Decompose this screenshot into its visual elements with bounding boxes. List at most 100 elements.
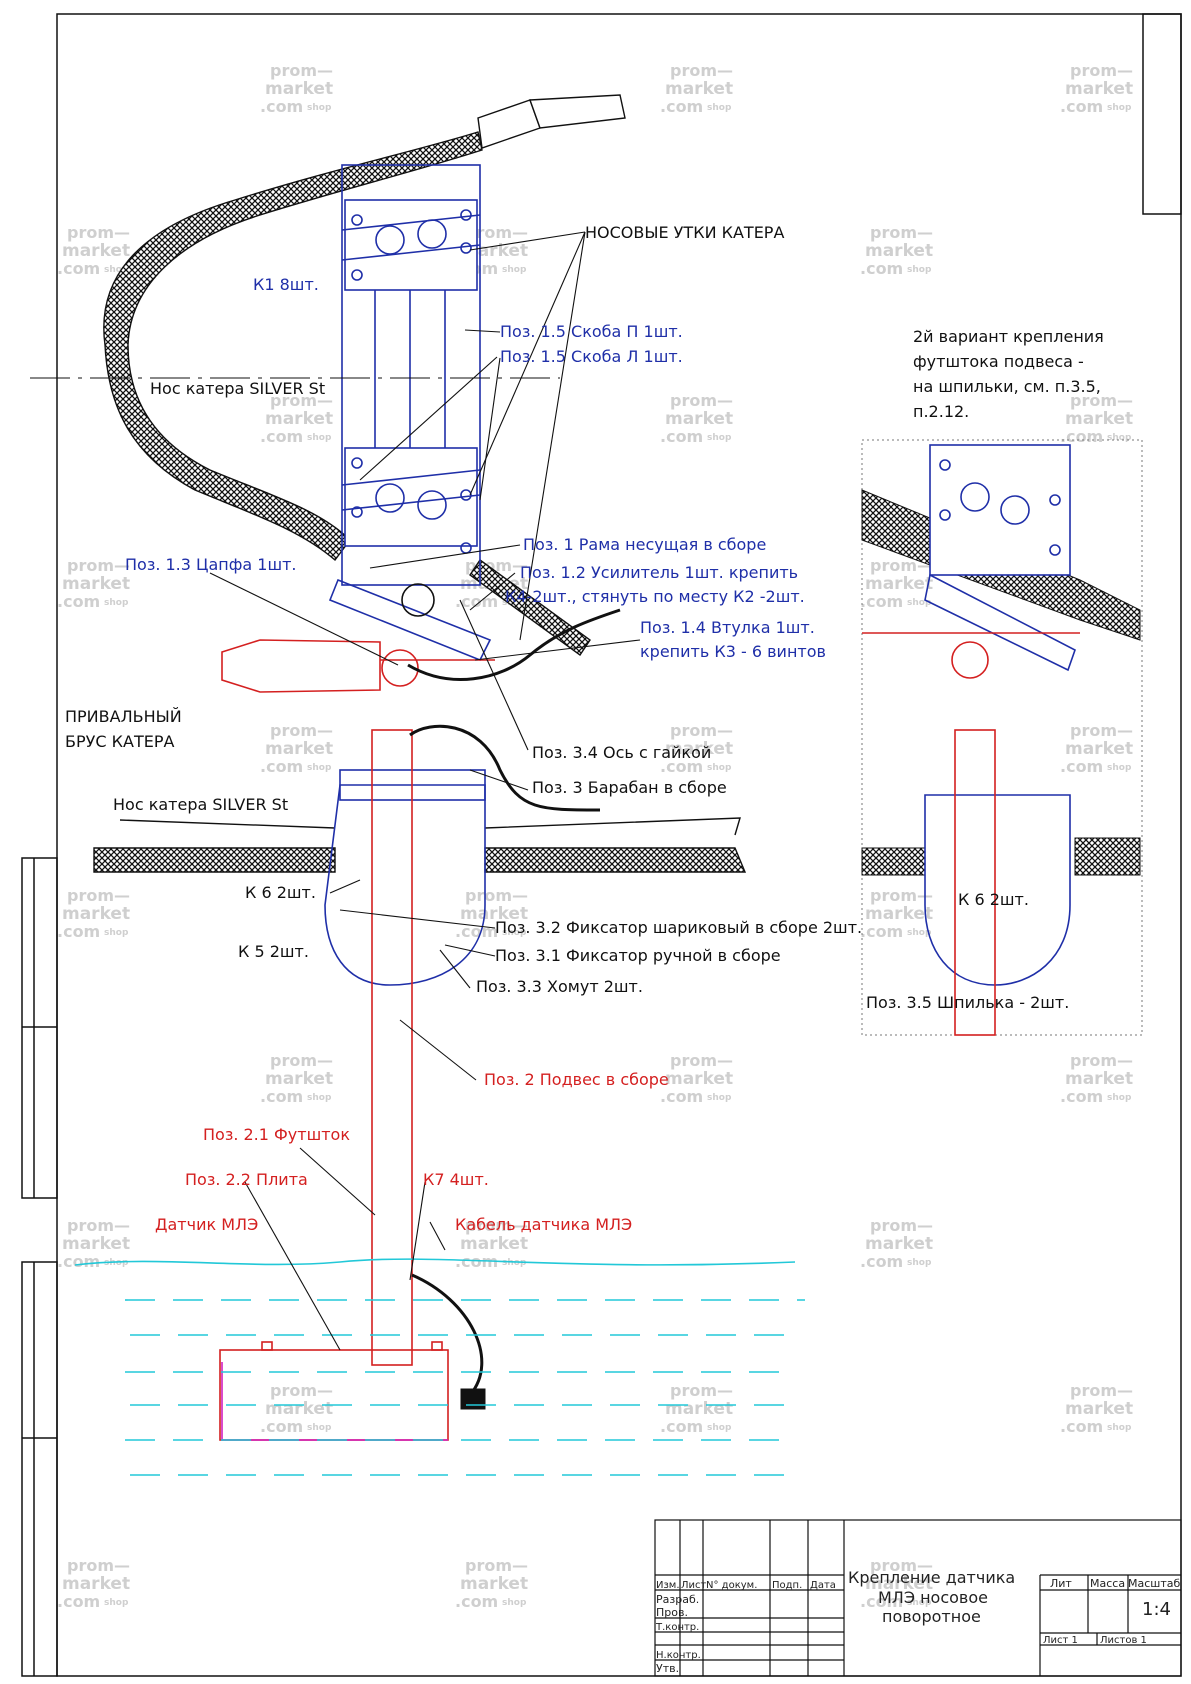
label-fender-2: БРУС КАТЕРА xyxy=(65,732,174,751)
watermark-line3: .com xyxy=(1060,427,1103,446)
watermark-line1: prom— xyxy=(1070,61,1133,80)
watermark-line2: market xyxy=(265,409,333,429)
label-cable: Кабель датчика МЛЭ xyxy=(455,1215,632,1234)
label-k5: К 5 2шт. xyxy=(238,942,309,961)
watermark-line3: .com xyxy=(455,922,498,941)
watermark-suffix: shop xyxy=(307,433,332,443)
watermark-line1: prom— xyxy=(67,886,130,905)
watermark-line1: prom— xyxy=(67,1216,130,1235)
watermark-line2: market xyxy=(62,574,130,594)
label-ball-lock: Поз. 3.2 Фиксатор шариковый в сборе 2шт. xyxy=(495,918,862,937)
watermark-suffix: shop xyxy=(907,1258,932,1268)
watermark-line1: prom— xyxy=(465,1216,528,1235)
watermark-line3: .com xyxy=(1060,757,1103,776)
water-lines xyxy=(74,1258,805,1476)
watermark-line1: prom— xyxy=(670,1051,733,1070)
watermark-suffix: shop xyxy=(1107,1423,1132,1433)
watermark-line1: prom— xyxy=(270,391,333,410)
watermark-line2: market xyxy=(1065,1069,1133,1089)
tb-col-list: Лист xyxy=(681,1580,707,1591)
label-trunnion: Поз. 1.3 Цапфа 1шт. xyxy=(125,555,297,574)
tb-razrab: Разраб. xyxy=(656,1593,699,1606)
watermark-suffix: shop xyxy=(502,265,527,275)
label-k1: К1 8шт. xyxy=(253,275,319,294)
tb-sheet: Лист 1 xyxy=(1043,1635,1078,1646)
watermark-line3: .com xyxy=(660,427,703,446)
watermark-suffix: shop xyxy=(502,1258,527,1268)
watermark-line1: prom— xyxy=(870,886,933,905)
watermark-line2: market xyxy=(865,574,933,594)
watermark-line3: .com xyxy=(660,97,703,116)
label-k7: К7 4шт. xyxy=(423,1170,489,1189)
watermark-line2: market xyxy=(665,79,733,99)
watermark-line2: market xyxy=(62,904,130,924)
watermark-line1: prom— xyxy=(1070,1051,1133,1070)
leader-lines xyxy=(209,231,641,1351)
tb-nkontr: Н.контр. xyxy=(656,1650,701,1661)
watermark-line3: .com xyxy=(57,592,100,611)
watermark-line1: prom— xyxy=(465,886,528,905)
alt-variant-view xyxy=(861,439,1143,1036)
label-bushing-1: Поз. 1.4 Втулка 1шт. xyxy=(640,618,815,637)
watermark-line3: .com xyxy=(660,1417,703,1436)
tb-title-2: МЛЭ носовое xyxy=(878,1588,988,1607)
watermark-suffix: shop xyxy=(1107,1093,1132,1103)
watermark-suffix: shop xyxy=(307,763,332,773)
label-manual-lock: Поз. 3.1 Фиксатор ручной в сборе xyxy=(495,946,781,965)
label-reinforcer-2: К4-2шт., стянуть по месту К2 -2шт. xyxy=(505,587,805,606)
label-nose-cleats: НОСОВЫЕ УТКИ КАТЕРА xyxy=(585,223,784,242)
label-fender-1: ПРИВАЛЬНЫЙ xyxy=(65,707,182,726)
watermark-line1: prom— xyxy=(465,1556,528,1575)
watermark-line3: .com xyxy=(260,1087,303,1106)
watermark-line3: .com xyxy=(455,1252,498,1271)
label-boat-nose-mid: Нос катера SILVER St xyxy=(113,795,288,814)
tb-tkontr: Т.контр. xyxy=(655,1622,699,1633)
watermark-suffix: shop xyxy=(907,265,932,275)
watermark-line2: market xyxy=(460,904,528,924)
tb-title-3: поворотное xyxy=(882,1607,981,1626)
watermark-line3: .com xyxy=(860,922,903,941)
tb-col-izm: Изм. xyxy=(656,1580,680,1591)
sensor-cable xyxy=(407,608,621,1410)
watermark-line3: .com xyxy=(1060,1417,1103,1436)
watermark-line3: .com xyxy=(260,97,303,116)
watermark-suffix: shop xyxy=(104,1258,129,1268)
label-pole: Поз. 2.1 Футшток xyxy=(203,1125,350,1144)
watermark-line1: prom— xyxy=(670,391,733,410)
watermark-line3: .com xyxy=(455,1592,498,1611)
tb-col-doc: N° докум. xyxy=(706,1580,757,1591)
watermark-line1: prom— xyxy=(1070,391,1133,410)
watermark-line3: .com xyxy=(1060,97,1103,116)
watermark-line2: market xyxy=(460,1234,528,1254)
watermark-line1: prom— xyxy=(870,1556,933,1575)
watermark-suffix: shop xyxy=(307,1093,332,1103)
tb-col-sign: Подп. xyxy=(772,1580,802,1591)
label-reinforcer-1: Поз. 1.2 Усилитель 1шт. крепить xyxy=(520,563,798,582)
label-drum: Поз. 3 Барабан в сборе xyxy=(532,778,727,797)
watermark-line3: .com xyxy=(660,1087,703,1106)
watermark-line2: market xyxy=(665,1399,733,1419)
title-block xyxy=(654,1519,1182,1677)
watermark-line2: market xyxy=(62,1234,130,1254)
watermark-line2: market xyxy=(865,1574,933,1594)
watermark-line2: market xyxy=(62,1574,130,1594)
watermark-line3: .com xyxy=(57,1252,100,1271)
label-alt-k6: К 6 2шт. xyxy=(958,890,1029,909)
watermark-line3: .com xyxy=(1060,1087,1103,1106)
watermark-suffix: shop xyxy=(502,928,527,938)
